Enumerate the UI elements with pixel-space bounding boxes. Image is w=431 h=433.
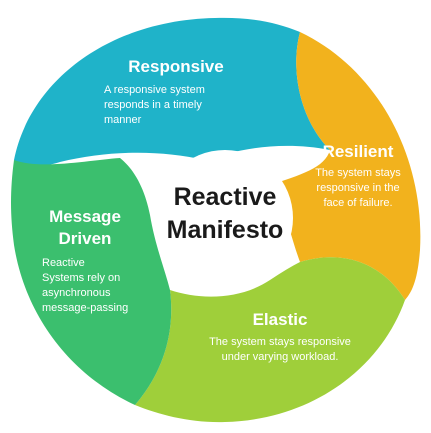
message-driven-text-line4: message-passing <box>42 302 128 314</box>
resilient-segment <box>270 32 421 300</box>
message-driven-title-line2: Driven <box>59 229 112 248</box>
resilient-text-line3: face of failure. <box>323 197 392 209</box>
message-driven-segment <box>11 158 172 405</box>
responsive-title: Responsive <box>128 57 223 76</box>
elastic-text-line2: under varying workload. <box>222 351 339 363</box>
center-circle <box>157 150 293 286</box>
elastic-title: Elastic <box>253 310 308 329</box>
elastic-text-line1: The system stays responsive <box>209 336 351 348</box>
message-driven-text-line2: Systems rely on <box>42 272 120 284</box>
responsive-text-line2: responds in a timely <box>104 99 202 111</box>
resilient-title: Resilient <box>323 142 394 161</box>
resilient-text-line1: The system stays <box>315 167 401 179</box>
center-title-line2: Manifesto <box>167 216 284 244</box>
message-driven-title-line1: Message <box>49 207 121 226</box>
resilient-text-line2: responsive in the <box>316 182 399 194</box>
message-driven-text-line1: Reactive <box>42 257 85 269</box>
responsive-text-line1: A responsive system <box>104 84 205 96</box>
responsive-text-line3: manner <box>104 114 142 126</box>
center-title-line1: Reactive <box>174 183 277 211</box>
responsive-segment <box>14 17 330 167</box>
elastic-segment <box>135 257 405 423</box>
message-driven-text-line3: asynchronous <box>42 287 111 299</box>
